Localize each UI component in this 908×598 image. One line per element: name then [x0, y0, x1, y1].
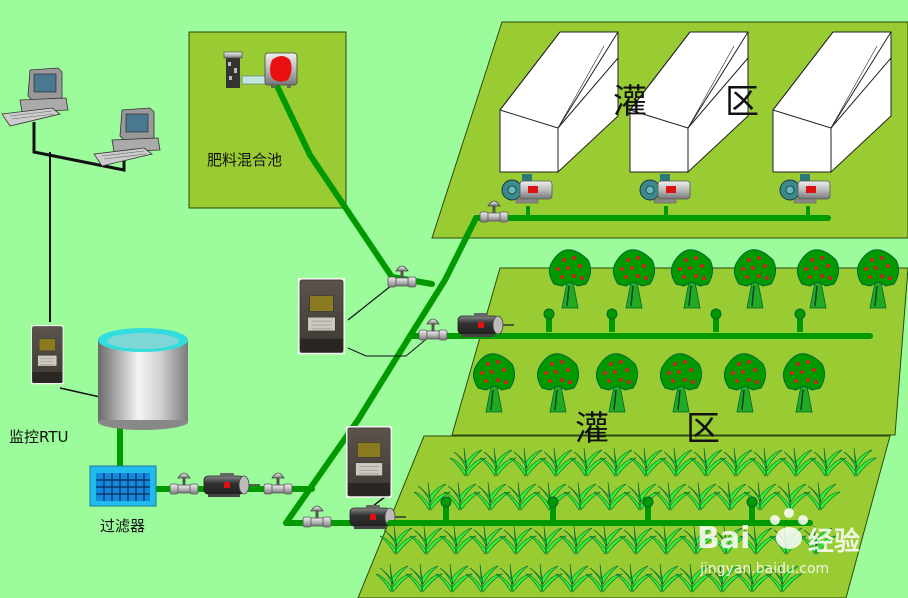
crop-field [357, 435, 891, 598]
rtu-controller-icon[interactable] [297, 277, 346, 355]
valve-icon[interactable] [263, 472, 293, 495]
fertilizer-pool-label: 肥料混合池 [207, 151, 282, 169]
filter-grid-icon[interactable] [89, 465, 157, 507]
watermark-url: jingyan.baidu.com [699, 561, 829, 577]
pump-motor-icon[interactable] [203, 472, 261, 498]
zone-label-char: 区 [686, 409, 720, 449]
water-tank-icon [98, 328, 188, 430]
watermark-brand-right: 经验 [808, 526, 860, 557]
filter-label: 过滤器 [100, 517, 145, 535]
valve-icon[interactable] [418, 318, 448, 341]
baidu-watermark: Bai 经验 jingyan.baidu.com [697, 508, 860, 577]
rtu-controller-icon[interactable] [345, 425, 393, 499]
paw-logo-icon [770, 508, 808, 549]
network-cable [32, 122, 126, 172]
zone-label-char: 灌 [613, 82, 647, 122]
control-cables [32, 122, 431, 511]
desktop-computer-icon[interactable] [1, 67, 69, 127]
zone-label-char: 区 [725, 82, 759, 122]
desktop-computer-icon[interactable] [93, 107, 161, 167]
valve-icon[interactable] [169, 472, 199, 495]
rtu-controller-icon[interactable] [30, 324, 65, 385]
watermark-brand-left: Bai [697, 521, 750, 556]
mixing-tank-icon [264, 52, 298, 88]
valve-icon[interactable] [302, 505, 332, 528]
zone-label-char: 灌 [575, 409, 609, 449]
monitor-rtu-label: 监控RTU [9, 428, 68, 446]
